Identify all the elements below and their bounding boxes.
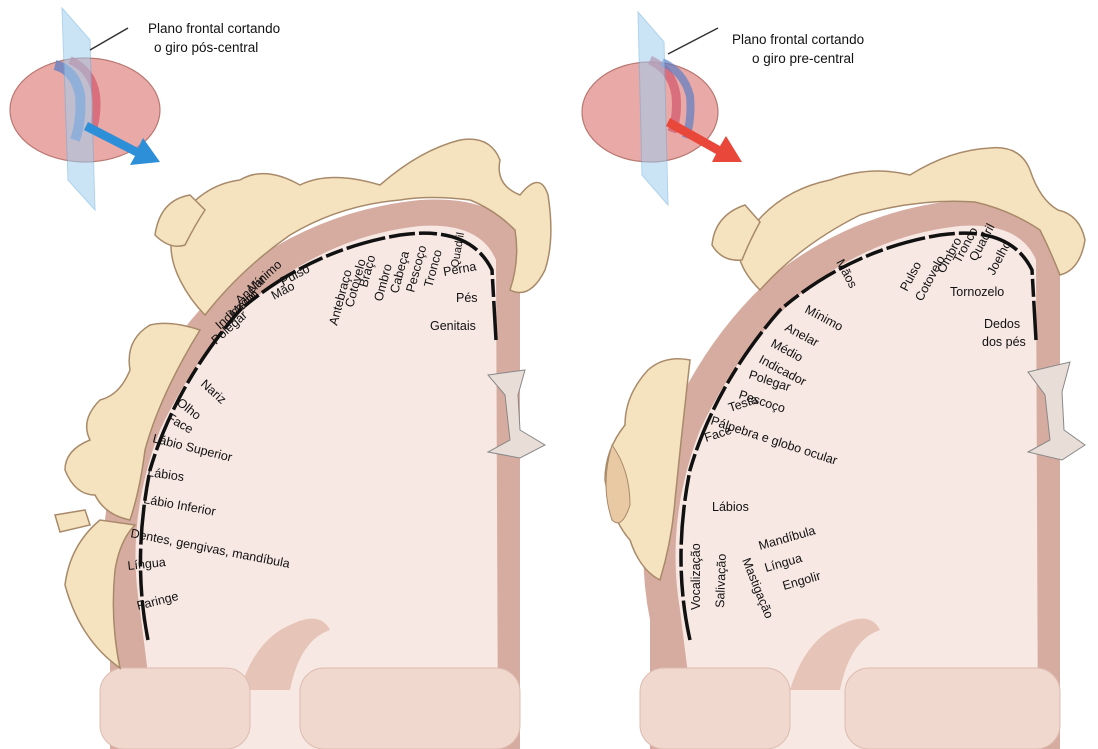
- motor-cutting-plane: [638, 12, 668, 205]
- sensory-caption-line1: Plano frontal cortando: [148, 21, 280, 36]
- sensory-brain-inset: [10, 8, 160, 210]
- sensory-panel: Plano frontal cortando o giro pós-centra…: [10, 8, 551, 749]
- sensory-homunculus-jaw: [55, 510, 90, 532]
- motor-label-dos-pes: dos pés: [982, 335, 1026, 349]
- motor-caption-line2: o giro pre-central: [752, 51, 854, 66]
- motor-label-salivacao: Salivação: [713, 553, 729, 608]
- motor-brain-inset: [582, 12, 742, 205]
- sensory-caption-leader: [90, 28, 128, 50]
- sensory-base-right: [300, 668, 520, 749]
- motor-label-tornozelo: Tornozelo: [950, 285, 1004, 299]
- motor-panel: Plano frontal cortando o giro pre-centra…: [582, 12, 1085, 749]
- motor-base-right: [845, 668, 1060, 749]
- motor-label-dedos: Dedos: [984, 317, 1020, 331]
- motor-base-left: [640, 668, 790, 749]
- sensory-caption-line2: o giro pós-central: [154, 40, 258, 55]
- sensory-label-pes: Pés: [456, 291, 478, 305]
- motor-label-labios: Lábios: [712, 500, 749, 514]
- motor-caption-line1: Plano frontal cortando: [732, 32, 864, 47]
- motor-label-vocalizacao: Vocalização: [689, 543, 703, 610]
- motor-caption-leader: [668, 28, 718, 54]
- sensory-base-left: [100, 668, 250, 749]
- sensory-label-genitais: Genitais: [430, 319, 476, 333]
- sensory-cutting-plane: [62, 8, 95, 210]
